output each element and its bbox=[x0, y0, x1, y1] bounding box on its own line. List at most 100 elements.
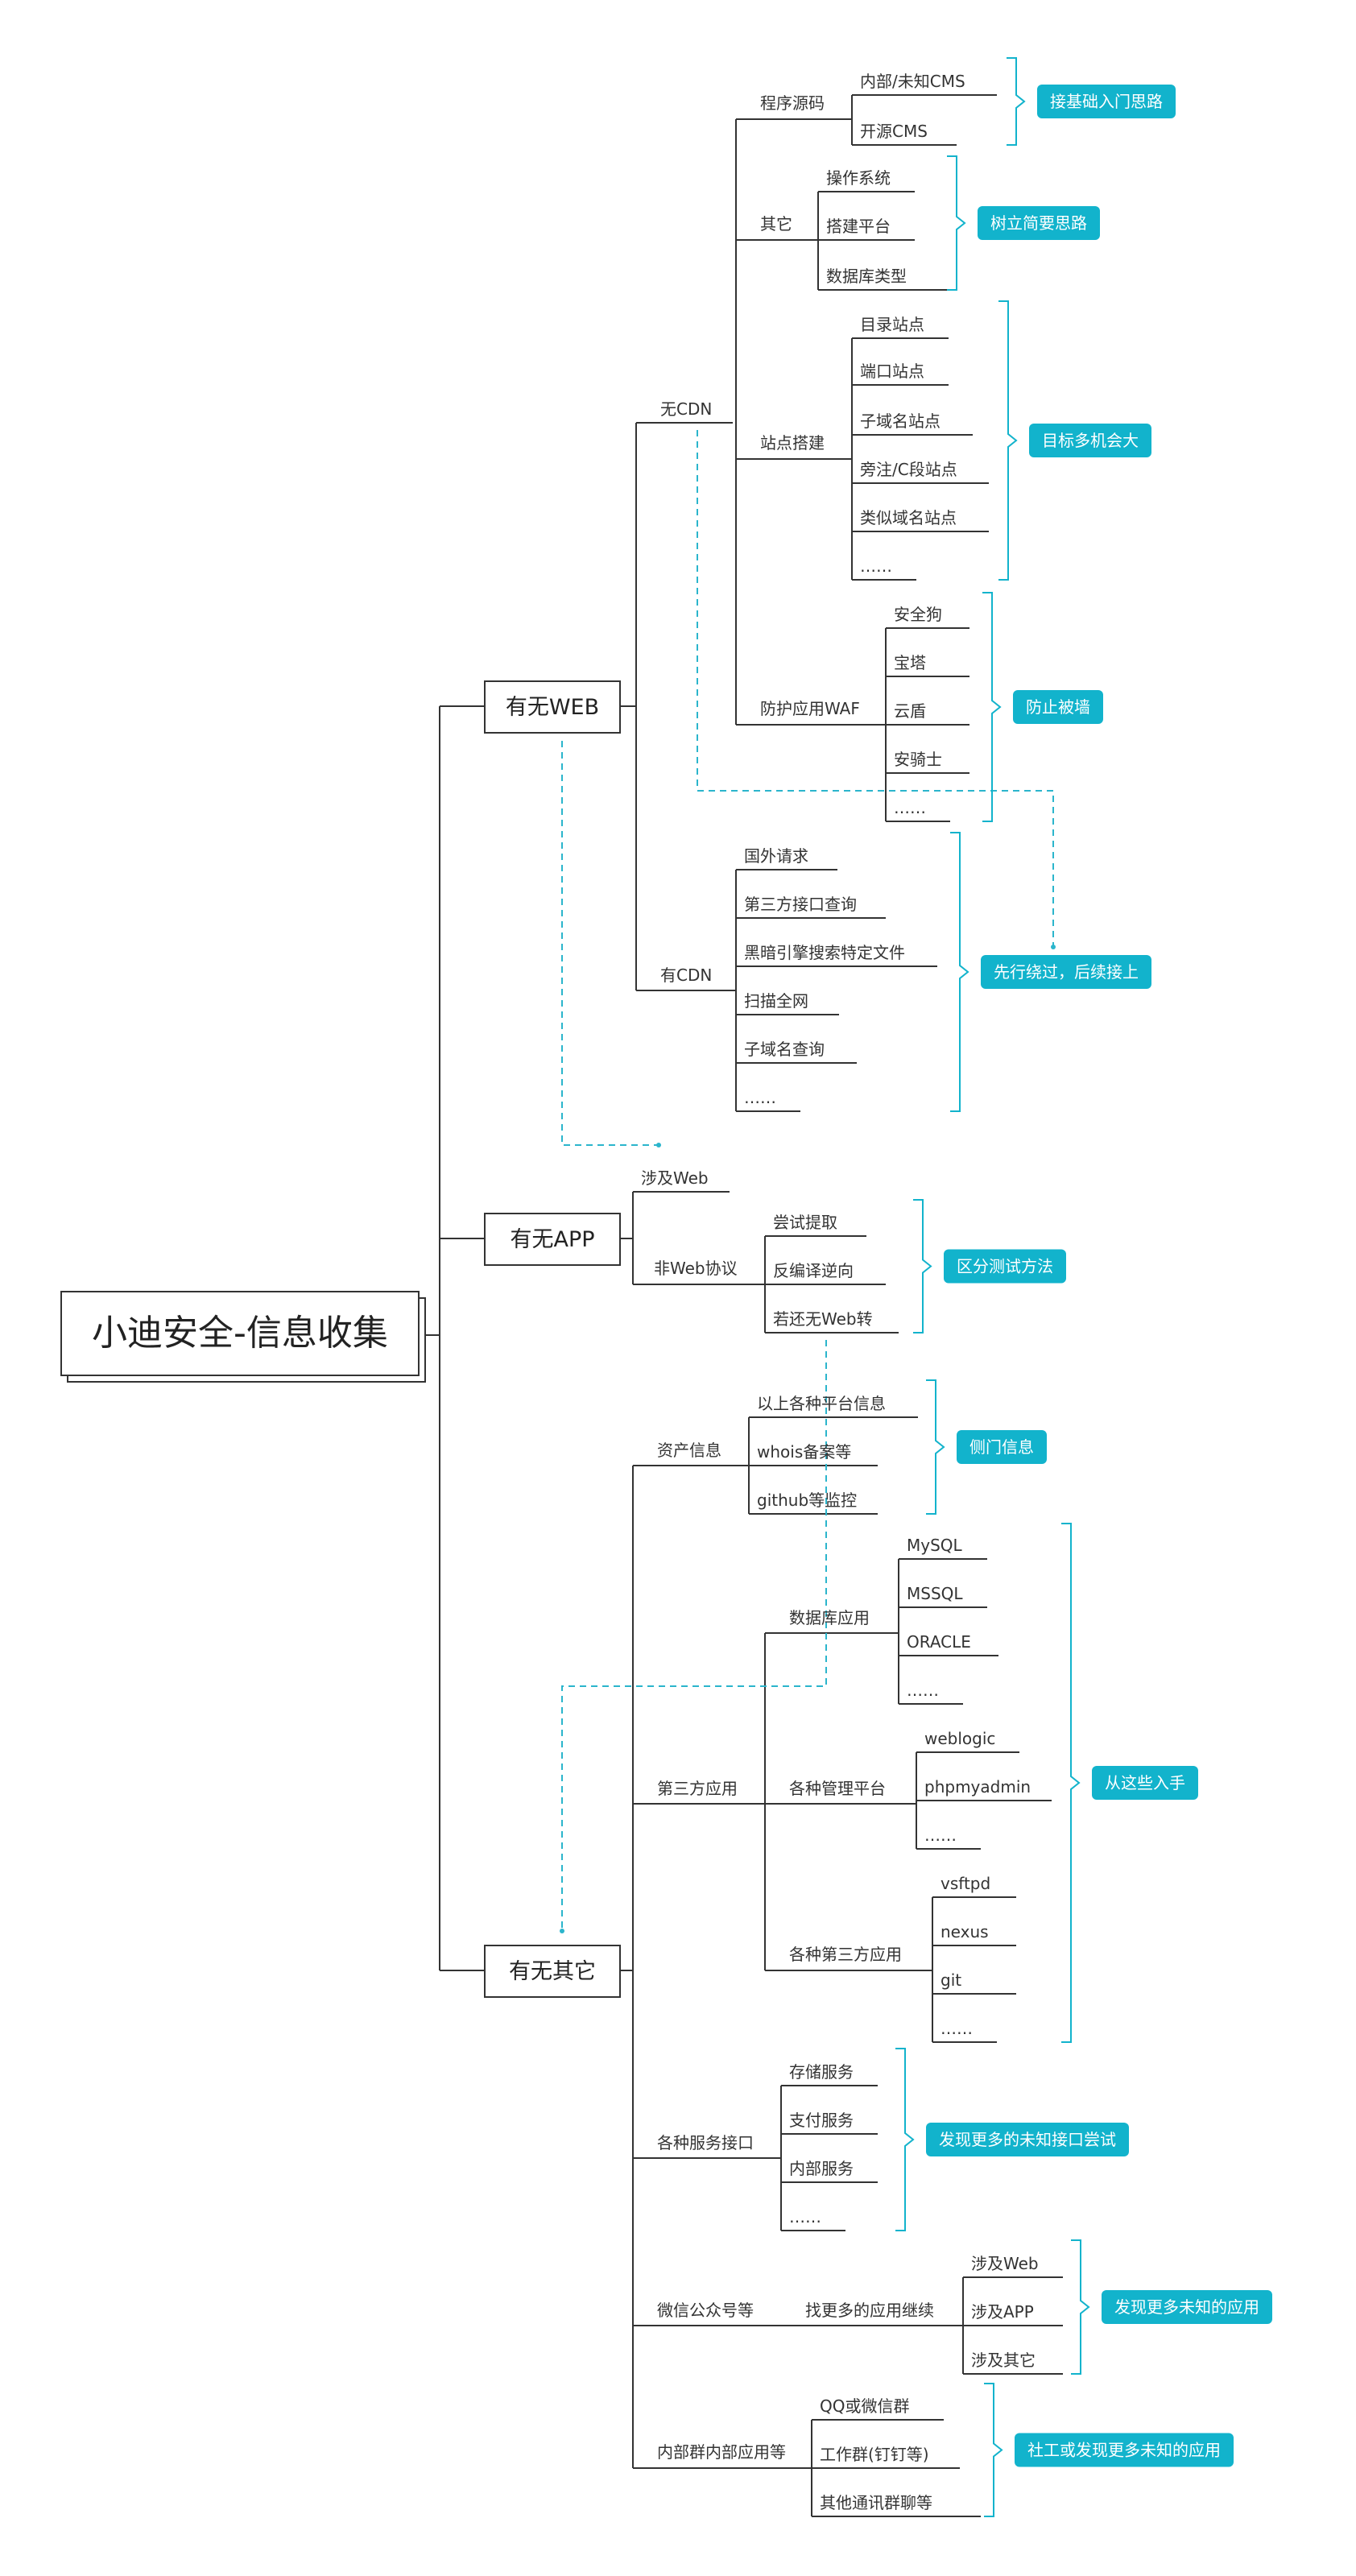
waf-item-1-label: 宝塔 bbox=[894, 653, 926, 672]
dash-dot-3 bbox=[560, 1929, 564, 1933]
hascdn-item-5-label: …… bbox=[744, 1088, 776, 1107]
dash-dot-2 bbox=[656, 1143, 661, 1147]
mgmt-item-0-label: weblogic bbox=[924, 1729, 995, 1748]
site-note-tag: 目标多机会大 bbox=[1029, 424, 1151, 457]
internal-note-brace bbox=[984, 2383, 1003, 2517]
wechat-sub-label: 找更多的应用继续 bbox=[805, 2301, 934, 2320]
nonweb-label: 非Web协议 bbox=[654, 1259, 738, 1278]
summary-braces bbox=[895, 57, 1090, 2517]
root-title: 小迪安全-信息收集 bbox=[92, 1313, 388, 1354]
apps-item-3-label: …… bbox=[941, 2019, 973, 2038]
other-info-note-tag-bg bbox=[978, 206, 1100, 240]
third-note-tag-bg bbox=[1092, 1766, 1198, 1800]
third-note-tag-label: 从这些入手 bbox=[1105, 1773, 1185, 1792]
other-box bbox=[484, 1945, 621, 1998]
service-item-3-label: …… bbox=[789, 2207, 821, 2227]
waf-note-brace bbox=[982, 592, 1002, 822]
site-item-5-label: …… bbox=[860, 556, 892, 576]
service-label: 各种服务接口 bbox=[657, 2133, 754, 2152]
wechat-item-0-label: 涉及Web bbox=[971, 2254, 1039, 2273]
third-note-brace bbox=[1061, 1523, 1081, 2043]
hascdn-label: 有CDN bbox=[660, 965, 712, 985]
hascdn-item-3-label: 扫描全网 bbox=[744, 991, 808, 1011]
app-web-item-label: 涉及Web bbox=[641, 1168, 709, 1188]
waf-note-tag-bg bbox=[1013, 690, 1103, 724]
waf-item-3-label: 安骑士 bbox=[894, 750, 942, 769]
source-note-tag-bg bbox=[1037, 85, 1176, 118]
nonweb-item-0-label: 尝试提取 bbox=[773, 1213, 837, 1232]
dash-dot-1 bbox=[1051, 945, 1056, 949]
mgmt-item-2-label: …… bbox=[924, 1826, 957, 1845]
asset-item-0-label: 以上各种平台信息 bbox=[757, 1394, 886, 1413]
nonweb-item-1-label: 反编译逆向 bbox=[773, 1261, 854, 1280]
source-item-0-label: 内部/未知CMS bbox=[860, 72, 965, 91]
nonweb-note-tag-label: 区分测试方法 bbox=[957, 1257, 1053, 1276]
internal-label: 内部群内部应用等 bbox=[657, 2442, 786, 2462]
hascdn-item-1-label: 第三方接口查询 bbox=[744, 895, 857, 914]
apps-label: 各种第三方应用 bbox=[789, 1945, 902, 1964]
db-item-2-label: ORACLE bbox=[907, 1632, 971, 1652]
hascdn-note-tag-bg bbox=[981, 955, 1151, 989]
other-info-note-brace bbox=[947, 155, 966, 291]
wechat-label: 微信公众号等 bbox=[657, 2301, 754, 2320]
dash-web-app bbox=[561, 741, 659, 1146]
internal-note-tag: 社工或发现更多未知的应用 bbox=[1015, 2433, 1234, 2467]
mindmap-nodes: 小迪安全-信息收集有无WEB无CDN程序源码内部/未知CMS开源CMS接基础入门… bbox=[60, 72, 1272, 2512]
db-label: 数据库应用 bbox=[789, 1608, 870, 1627]
wechat-note-tag-label: 发现更多未知的应用 bbox=[1114, 2297, 1259, 2317]
web-label: 有无WEB bbox=[506, 695, 599, 720]
site-item-2-label: 子域名站点 bbox=[860, 411, 941, 431]
db-item-3-label: …… bbox=[907, 1681, 939, 1700]
db-item-0-label: MySQL bbox=[907, 1536, 963, 1555]
nonweb-note-brace bbox=[913, 1199, 932, 1333]
asset-item-2-label: github等监控 bbox=[757, 1491, 857, 1510]
hascdn-item-0-label: 国外请求 bbox=[744, 846, 808, 866]
hascdn-item-4-label: 子域名查询 bbox=[744, 1040, 825, 1059]
source-note-brace bbox=[1007, 57, 1026, 146]
db-item-1-label: MSSQL bbox=[907, 1584, 963, 1603]
site-note-brace bbox=[998, 300, 1018, 581]
waf-label: 防护应用WAF bbox=[760, 699, 860, 718]
web-box bbox=[484, 680, 621, 734]
hascdn-note-brace bbox=[950, 832, 969, 1112]
asset-item-1-label: whois备案等 bbox=[757, 1442, 851, 1462]
app-label: 有无APP bbox=[510, 1227, 594, 1252]
other-info-label: 其它 bbox=[760, 214, 792, 234]
source-note-tag: 接基础入门思路 bbox=[1037, 85, 1176, 118]
internal-item-2-label: 其他通讯群聊等 bbox=[820, 2493, 932, 2512]
other-label: 有无其它 bbox=[509, 1959, 596, 1984]
wechat-item-1-label: 涉及APP bbox=[971, 2302, 1034, 2322]
nocdn-label: 无CDN bbox=[660, 399, 712, 419]
dashed-cross-links bbox=[560, 430, 1056, 1933]
asset-note-tag: 侧门信息 bbox=[957, 1430, 1047, 1464]
site-item-3-label: 旁注/C段站点 bbox=[860, 460, 957, 479]
connector-lines bbox=[419, 94, 1063, 2517]
site-item-4-label: 类似域名站点 bbox=[860, 508, 957, 527]
hascdn-note-tag-label: 先行绕过，后续接上 bbox=[994, 962, 1139, 982]
service-note-tag: 发现更多的未知接口尝试 bbox=[926, 2123, 1129, 2156]
apps-item-1-label: nexus bbox=[941, 1922, 989, 1941]
other-info-note-tag-label: 树立简要思路 bbox=[990, 213, 1087, 233]
asset-label: 资产信息 bbox=[657, 1441, 721, 1460]
apps-item-2-label: git bbox=[941, 1970, 961, 1990]
wechat-note-tag: 发现更多未知的应用 bbox=[1102, 2290, 1272, 2324]
internal-item-1-label: 工作群(钉钉等) bbox=[820, 2445, 929, 2464]
site-note-tag-bg bbox=[1029, 424, 1151, 457]
source-note-tag-label: 接基础入门思路 bbox=[1050, 92, 1163, 111]
root-box bbox=[60, 1291, 420, 1376]
internal-item-0-label: QQ或微信群 bbox=[820, 2396, 909, 2416]
nonweb-item-2-label: 若还无Web转 bbox=[773, 1309, 873, 1329]
service-note-tag-bg bbox=[926, 2123, 1129, 2156]
other-info-item-2-label: 数据库类型 bbox=[826, 267, 907, 286]
apps-item-0-label: vsftpd bbox=[941, 1874, 990, 1893]
internal-note-tag-label: 社工或发现更多未知的应用 bbox=[1027, 2441, 1221, 2460]
waf-item-0-label: 安全狗 bbox=[894, 605, 942, 624]
service-item-0-label: 存储服务 bbox=[789, 2062, 854, 2082]
service-item-1-label: 支付服务 bbox=[789, 2111, 854, 2130]
app-box bbox=[484, 1213, 621, 1266]
asset-note-tag-label: 侧门信息 bbox=[969, 1437, 1034, 1457]
other-info-note-tag: 树立简要思路 bbox=[978, 206, 1100, 240]
asset-note-tag-bg bbox=[957, 1430, 1047, 1464]
mgmt-item-1-label: phpmyadmin bbox=[924, 1777, 1031, 1797]
